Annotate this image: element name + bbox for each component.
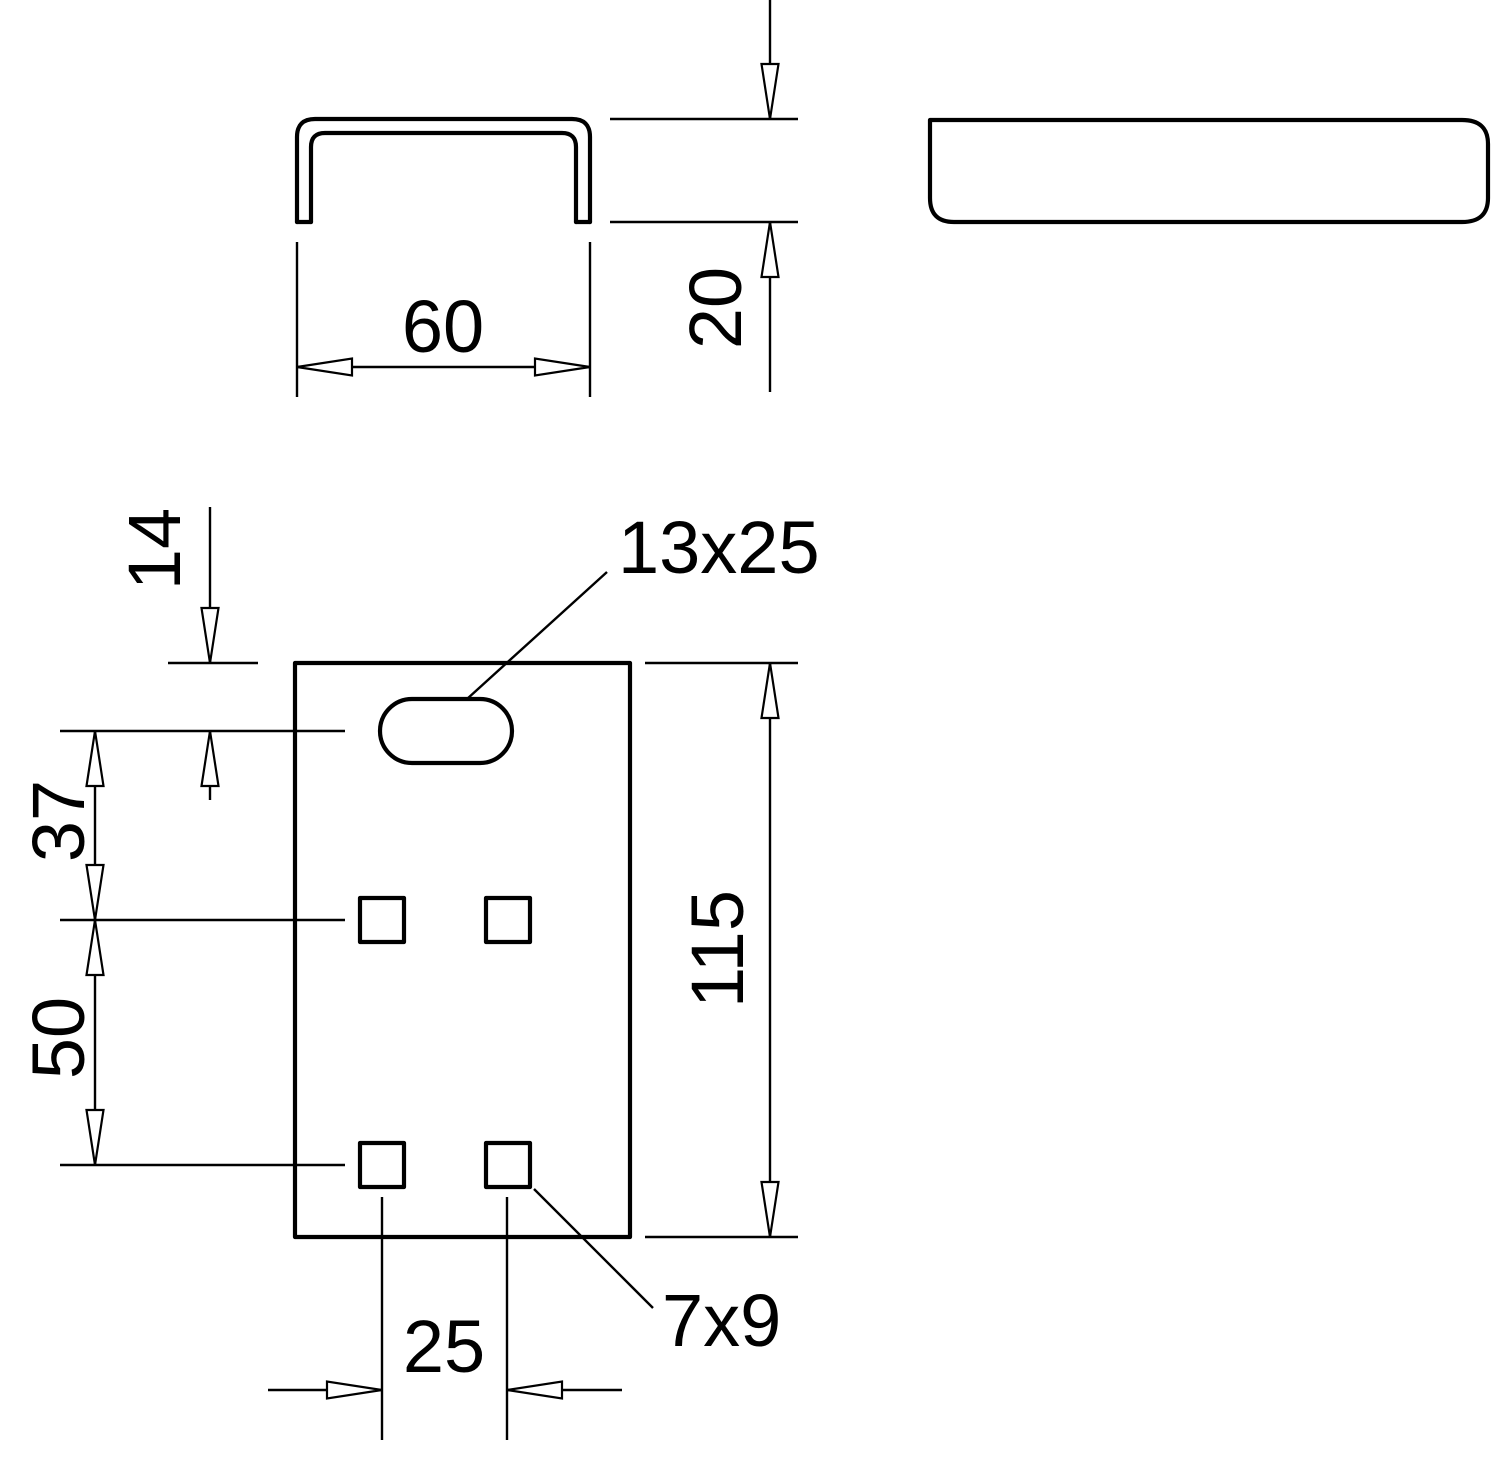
dim-115-arrow-bottom: [760, 1180, 780, 1238]
dimension-hole-row-pitch: 50: [17, 919, 345, 1167]
dim-20-arrow-top: [760, 62, 780, 120]
dim-25-lines: [268, 1197, 622, 1440]
dim-50-lines: [60, 920, 345, 1167]
square-hole-middle-right: [483, 895, 533, 945]
square-hole-bottom-left: [357, 1140, 407, 1190]
dim-25-text: 25: [403, 1305, 485, 1388]
callout-hole-size: 7x9: [533, 1188, 781, 1362]
dim-20-arrow-bottom: [760, 221, 780, 279]
dim-14-text: 14: [113, 508, 196, 590]
dim-60-text: 60: [402, 285, 484, 368]
side-view: [927, 117, 1491, 225]
dimension-plate-height: 115: [645, 661, 798, 1239]
hole-size-text: 7x9: [662, 1279, 781, 1362]
plate-outline: [292, 660, 633, 1240]
dim-37-text: 37: [17, 780, 100, 862]
dim-25-arrow-right: [506, 1380, 564, 1400]
channel-outer-outline: [294, 116, 593, 225]
side-view-outline: [927, 117, 1491, 225]
dimension-hole-column-pitch: 25: [268, 1197, 622, 1440]
dim-14-arrow-bottom: [200, 730, 220, 788]
dim-25-arrow-left: [325, 1380, 383, 1400]
dim-37-arrow-top: [85, 730, 105, 788]
dimension-slot-to-holes: 37: [17, 730, 345, 922]
dim-37-arrow-bottom: [85, 863, 105, 921]
dim-115-lines: [645, 661, 798, 1239]
dimension-slot-offset: 14: [60, 507, 345, 800]
dim-50-arrow-bottom: [85, 1108, 105, 1166]
front-view: [292, 660, 633, 1240]
callout-slot-size: 13x25: [466, 506, 820, 700]
hole-leader-line: [533, 1188, 654, 1309]
dimension-profile-height: 20: [610, 0, 798, 392]
dim-14-lines: [60, 507, 345, 800]
square-hole-middle-left: [357, 895, 407, 945]
dim-50-arrow-top: [85, 919, 105, 977]
dim-20-lines: [610, 0, 798, 392]
dim-115-arrow-top: [760, 662, 780, 720]
dim-115-text: 115: [676, 890, 759, 1008]
dim-37-lines: [60, 731, 345, 922]
dim-60-arrow-right: [533, 357, 591, 377]
dim-60-arrow-left: [296, 357, 354, 377]
slot-leader-line: [466, 571, 608, 700]
dim-14-arrow-top: [200, 606, 220, 664]
oblong-slot: [377, 696, 515, 766]
square-hole-bottom-right: [483, 1140, 533, 1190]
slot-size-text: 13x25: [618, 506, 820, 589]
channel-inner-outline: [308, 130, 579, 225]
dim-50-text: 50: [17, 997, 100, 1079]
dimension-channel-width: 60: [295, 242, 592, 397]
dim-20-text: 20: [674, 267, 757, 349]
section-view: [294, 116, 593, 225]
